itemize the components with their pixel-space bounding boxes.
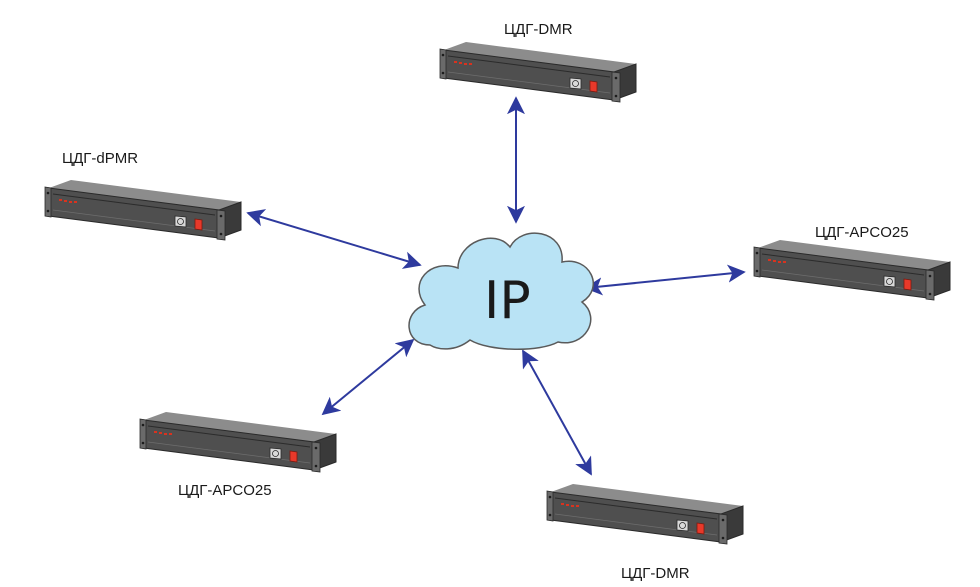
device-right: ЦДГ-APCO25 xyxy=(753,224,951,301)
arrow-right xyxy=(584,264,746,296)
device-label-right: ЦДГ-APCO25 xyxy=(815,224,909,241)
cloud-label: IP xyxy=(484,271,531,331)
ip-cloud: IP xyxy=(408,232,594,350)
arrow-left xyxy=(246,209,422,269)
device-bottom: ЦДГ-DMR xyxy=(546,483,744,582)
device-top: ЦДГ-DMR xyxy=(439,21,637,103)
cloud-shape xyxy=(408,232,594,350)
device-label-bottom-left: ЦДГ-APCO25 xyxy=(178,482,272,499)
device-label-left: ЦДГ-dPMR xyxy=(62,150,138,167)
device-label-top: ЦДГ-DMR xyxy=(504,21,573,38)
arrow-bottom xyxy=(522,349,592,476)
device-label-bottom: ЦДГ-DMR xyxy=(621,565,690,582)
arrow-bottom-left xyxy=(321,338,415,416)
connection-arrows xyxy=(246,96,746,476)
device-left: ЦДГ-dPMR xyxy=(44,150,242,241)
device-bottom-left: ЦДГ-APCO25 xyxy=(139,411,337,499)
